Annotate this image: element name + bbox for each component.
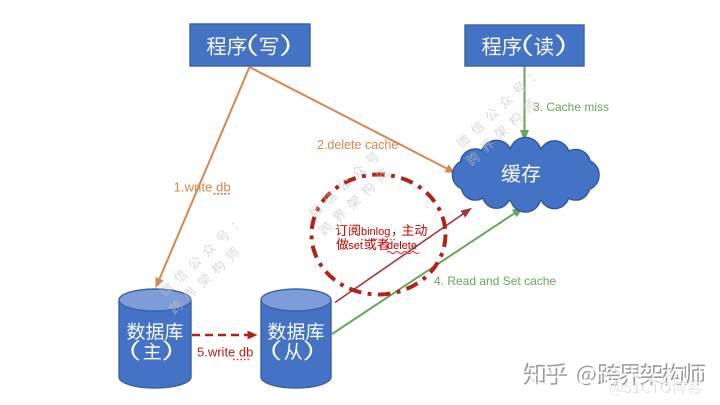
svg-text:2.delete cache: 2.delete cache (317, 138, 398, 152)
svg-text:3. Cache miss: 3. Cache miss (533, 100, 609, 114)
svg-text:set: set (348, 240, 363, 252)
svg-text:binlog: binlog (361, 226, 390, 238)
svg-text:5.write db: 5.write db (197, 345, 253, 360)
svg-text:delete: delete (387, 240, 417, 252)
svg-text:1.write db: 1.write db (174, 180, 231, 195)
svg-text:4. Read and Set cache: 4. Read and Set cache (434, 274, 556, 288)
